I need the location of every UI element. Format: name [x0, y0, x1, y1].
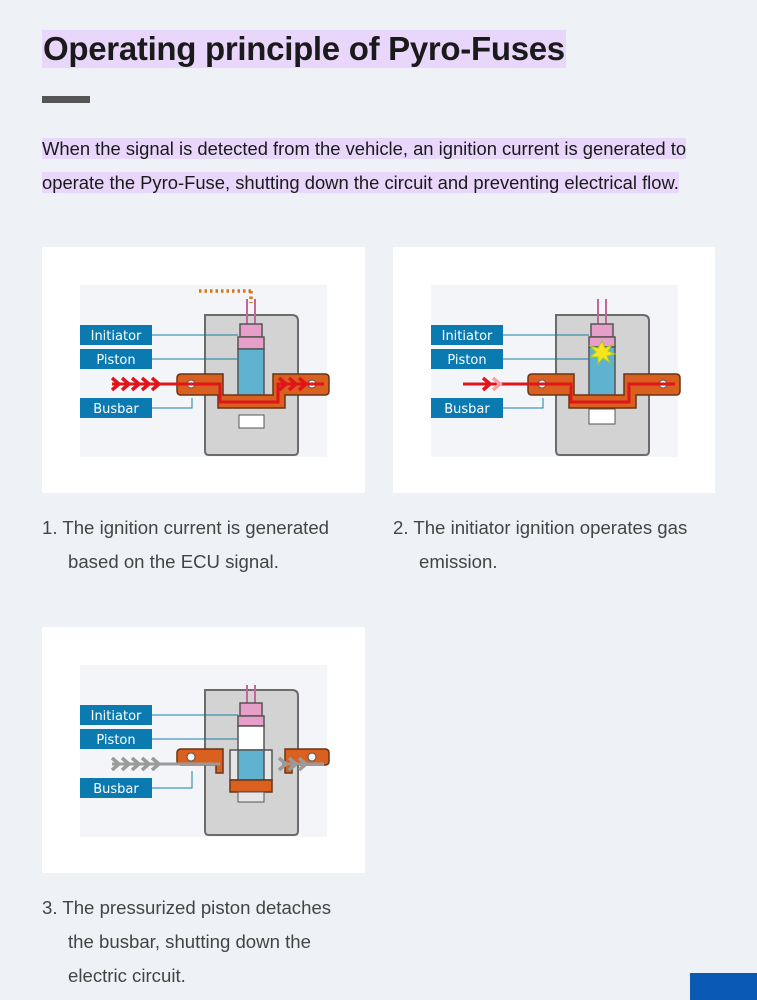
pyro-fuse-diagram-1: Initiator Piston Busbar: [80, 285, 330, 457]
busbar-label-box: [80, 398, 152, 418]
step-caption-line: electric circuit.: [68, 965, 186, 986]
busbar-label-box: [80, 778, 152, 798]
piston-label-box: [80, 349, 152, 369]
initiator-label: Initiator: [91, 329, 142, 344]
title-divider: [42, 96, 90, 103]
piston-label: Piston: [96, 733, 135, 748]
diagram-panel-3: Initiator Piston Busbar: [42, 627, 365, 873]
diagram-panel-2: Initiator Piston Busbar: [393, 247, 715, 493]
piston-label-box: [431, 349, 503, 369]
step-number: 1.: [42, 517, 58, 538]
step-caption-1: 1. The ignition current is generated bas…: [42, 511, 362, 579]
busbar-label: Busbar: [93, 782, 139, 797]
intro-paragraph: When the signal is detected from the veh…: [42, 132, 732, 200]
initiator-label: Initiator: [442, 329, 493, 344]
piston-label: Piston: [96, 353, 135, 368]
scroll-to-top-button[interactable]: [690, 973, 757, 1000]
piston-label: Piston: [447, 353, 486, 368]
step-caption-3: 3. The pressurized piston detaches the b…: [42, 891, 372, 993]
step-caption-2: 2. The initiator ignition operates gas e…: [393, 511, 723, 579]
page-title: Operating principle of Pyro-Fuses: [42, 30, 566, 68]
step-caption-line: The ignition current is generated: [62, 517, 330, 538]
intro-text: When the signal is detected from the veh…: [42, 138, 687, 193]
initiator-label-box: [80, 325, 152, 345]
step-number: 3.: [42, 897, 58, 918]
step-caption-line: The pressurized piston detaches: [62, 897, 332, 918]
step-number: 2.: [393, 517, 409, 538]
step-caption-line: The initiator ignition operates gas: [413, 517, 688, 538]
step-caption-line: based on the ECU signal.: [68, 551, 279, 572]
pyro-fuse-diagram-3: Initiator Piston Busbar: [80, 665, 330, 837]
step-caption-line: the busbar, shutting down the: [68, 931, 311, 952]
initiator-label-box: [431, 325, 503, 345]
piston-label-box: [80, 729, 152, 749]
pyro-fuse-diagram-2: Initiator Piston Busbar: [431, 285, 681, 457]
initiator-label-box: [80, 705, 152, 725]
initiator-label: Initiator: [91, 709, 142, 724]
busbar-label: Busbar: [444, 402, 490, 417]
busbar-label-box: [431, 398, 503, 418]
step-caption-line: emission.: [419, 551, 498, 572]
diagram-panel-1: Initiator Piston Busbar: [42, 247, 365, 493]
busbar-label: Busbar: [93, 402, 139, 417]
